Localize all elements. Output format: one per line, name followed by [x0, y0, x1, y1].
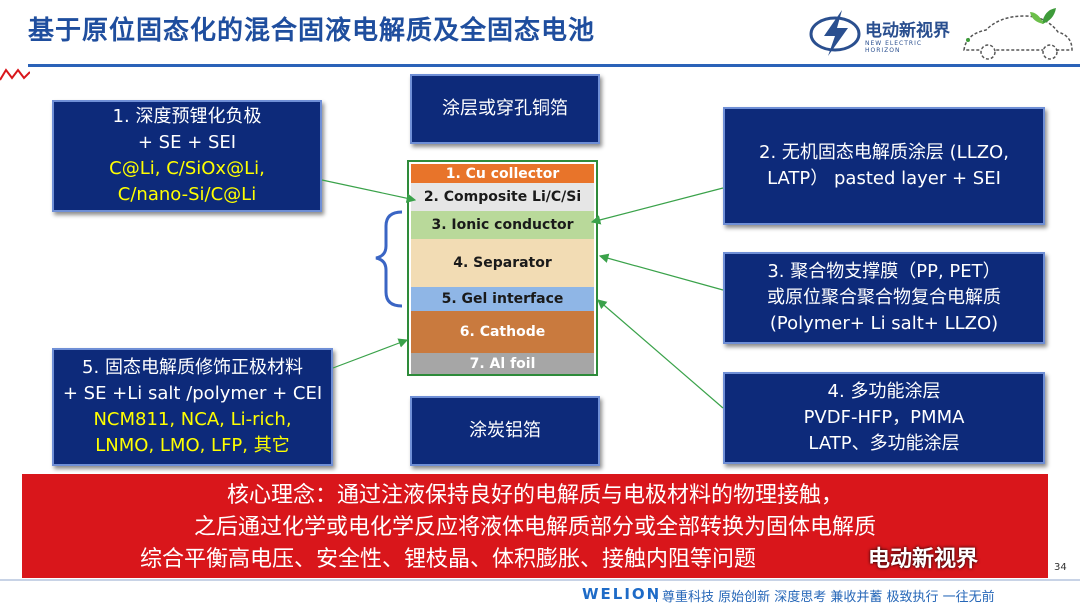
layer-cathode: 6. Cathode [411, 311, 594, 353]
box-aluminum-foil-text: 涂炭铝箔 [469, 420, 541, 441]
box-copper-foil-text: 涂层或穿孔铜箔 [442, 98, 568, 119]
box-inorganic-coating: 2. 无机固态电解质涂层 (LLZO, LATP） pasted layer +… [723, 107, 1045, 225]
box-multi-line-1: 4. 多功能涂层 [827, 381, 941, 402]
arrow-cathode [332, 338, 409, 369]
box-multi-line-3: LATP、多功能涂层 [808, 433, 960, 454]
layer-cu-collector: 1. Cu collector [411, 164, 594, 183]
footer-brand: WELION [582, 585, 662, 603]
box-copper-foil: 涂层或穿孔铜箔 [410, 74, 600, 144]
watermark: 电动新视界 [868, 547, 979, 572]
footer-slogans: 尊重科技 原始创新 深度思考 兼收并蓄 极致执行 一往无前 [662, 590, 995, 605]
box-cathode: 5. 固态电解质修饰正极材料 + SE +Li salt /polymer + … [52, 348, 333, 466]
eco-car-icon [963, 8, 1073, 60]
footer-separator [656, 588, 657, 602]
layer-separator: 4. Separator [411, 239, 594, 287]
box-inorganic-line-1: 2. 无机固态电解质涂层 (LLZO, [759, 142, 1009, 163]
box-cathode-materials-1: NCM811, NCA, Li-rich, [93, 409, 292, 430]
box-anode-line-1: 1. 深度预锂化负极 [112, 106, 262, 127]
box-polymer-line-2: 或原位聚合聚合物复合电解质 [767, 287, 1001, 308]
layer-composite-anode: 2. Composite Li/C/Si [411, 183, 594, 211]
layer-ionic-conductor: 3. Ionic conductor [411, 211, 594, 239]
header-zigzag-icon [0, 68, 30, 81]
footer-divider [0, 579, 1080, 581]
box-cathode-materials-2: LNMO, LMO, LFP, 其它 [95, 435, 290, 456]
box-anode-line-2: + SE + SEI [137, 132, 237, 153]
brand-logo: 电动新视界 NEW ELECTRIC HORIZON [808, 8, 958, 60]
box-anode-materials-1: C@Li, C/SiOx@Li, [109, 158, 265, 179]
layer-brace-icon [375, 210, 403, 308]
box-anode: 1. 深度预锂化负极 + SE + SEI C@Li, C/SiOx@Li, C… [52, 100, 322, 212]
header-divider [28, 64, 1080, 67]
box-multifunctional-coating: 4. 多功能涂层 PVDF-HFP，PMMA LATP、多功能涂层 [723, 372, 1045, 464]
layer-al-foil: 7. Al foil [411, 353, 594, 374]
arrow-anode [321, 179, 417, 203]
logo-subtitle: NEW ELECTRIC HORIZON [865, 40, 923, 54]
layer-gel-interface: 5. Gel interface [411, 287, 594, 311]
banner-line-3: 综合平衡高电压、安全性、锂枝晶、体积膨胀、接触内阻等问题 [140, 547, 757, 572]
box-polymer-membrane: 3. 聚合物支撑膜（PP, PET） 或原位聚合聚合物复合电解质 (Polyme… [723, 252, 1045, 344]
box-multi-line-2: PVDF-HFP，PMMA [803, 407, 965, 428]
cell-layer-stack: 1. Cu collector 2. Composite Li/C/Si 3. … [407, 160, 598, 376]
box-aluminum-foil: 涂炭铝箔 [410, 396, 600, 466]
box-inorganic-line-2: LATP） pasted layer + SEI [767, 168, 1001, 189]
box-cathode-line-2: + SE +Li salt /polymer + CEI [62, 383, 323, 404]
arrow-multifunctional [597, 299, 724, 409]
page-number: 34 [1054, 562, 1067, 573]
box-cathode-line-1: 5. 固态电解质修饰正极材料 [82, 357, 303, 378]
box-polymer-line-1: 3. 聚合物支撑膜（PP, PET） [767, 261, 1001, 282]
logo-text: 电动新视界 [865, 21, 950, 41]
lightning-logo-icon [809, 10, 861, 56]
arrow-polymer [598, 253, 724, 291]
banner-line-1: 核心理念：通过注液保持良好的电解质与电极材料的物理接触， [226, 483, 843, 508]
page-title: 基于原位固态化的混合固液电解质及全固态电池 [28, 16, 596, 46]
box-anode-materials-2: C/nano-Si/C@Li [117, 184, 257, 205]
core-concept-banner: 核心理念：通过注液保持良好的电解质与电极材料的物理接触， 之后通过化学或电化学反… [22, 474, 1048, 578]
box-polymer-line-3: (Polymer+ Li salt+ LLZO) [769, 313, 999, 334]
banner-line-2: 之后通过化学或电化学反应将液体电解质部分或全部转换为固体电解质 [193, 515, 876, 540]
arrow-inorganic [590, 187, 724, 225]
